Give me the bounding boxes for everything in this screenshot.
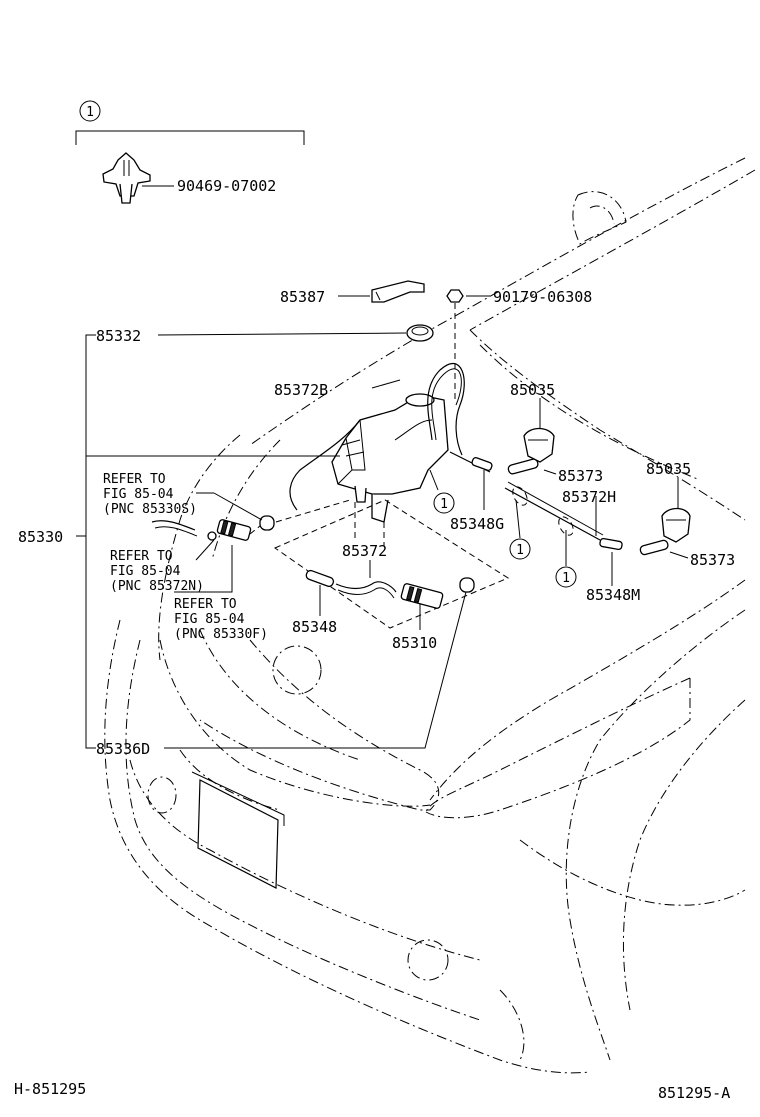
svg-text:FIG 85-04: FIG 85-04 bbox=[174, 612, 245, 627]
hose-85372N bbox=[151, 520, 196, 531]
label-85372: 85372 bbox=[342, 542, 387, 560]
detail-marker: 1 bbox=[86, 105, 94, 120]
label-85387: 85387 bbox=[280, 288, 325, 306]
grommet-85336D bbox=[459, 577, 475, 593]
vehicle-outline bbox=[104, 157, 756, 1074]
footer-right-code: 851295-A bbox=[658, 1084, 730, 1102]
ref-note-85330F: REFER TO FIG 85-04 (PNC 85330F) bbox=[174, 597, 268, 642]
label-85373-lower: 85373 bbox=[690, 551, 735, 569]
clip-part bbox=[102, 152, 151, 204]
ref-note-85330S: REFER TO FIG 85-04 (PNC 85330S) bbox=[103, 472, 197, 517]
detail-bracket bbox=[75, 130, 305, 145]
leader-lines bbox=[76, 295, 689, 749]
label-85348: 85348 bbox=[292, 618, 337, 636]
joint-85348 bbox=[305, 569, 335, 588]
detail-inset: 1 90469-07002 bbox=[75, 100, 305, 204]
label-85373-upper: 85373 bbox=[558, 467, 603, 485]
detail-marker-circle bbox=[79, 100, 101, 122]
pump-upper bbox=[207, 519, 252, 541]
footer-left-code: H-851295 bbox=[14, 1080, 86, 1098]
ref-note-85372N: REFER TO FIG 85-04 (PNC 85372N) bbox=[110, 549, 204, 594]
hose-85372H bbox=[504, 487, 601, 541]
svg-text:(PNC 85330F): (PNC 85330F) bbox=[174, 627, 268, 642]
svg-text:1: 1 bbox=[440, 497, 448, 512]
clip-90179-06308 bbox=[446, 289, 464, 303]
label-85372B: 85372B bbox=[274, 381, 328, 399]
label-85348M: 85348M bbox=[586, 586, 640, 604]
svg-text:FIG 85-04: FIG 85-04 bbox=[103, 487, 174, 502]
label-85310: 85310 bbox=[392, 634, 437, 652]
marker-1-c: 1 bbox=[555, 566, 577, 588]
label-90469-07002: 90469-07002 bbox=[177, 177, 276, 195]
marker-1-a: 1 bbox=[433, 492, 455, 514]
label-90179-06308: 90179-06308 bbox=[493, 288, 592, 306]
svg-text:REFER TO: REFER TO bbox=[174, 597, 237, 612]
svg-text:REFER TO: REFER TO bbox=[103, 472, 166, 487]
label-85336D: 85336D bbox=[96, 740, 150, 758]
label-85332: 85332 bbox=[96, 327, 141, 345]
license-plate bbox=[197, 779, 279, 889]
svg-text:(PNC 85372N): (PNC 85372N) bbox=[110, 579, 204, 594]
sub-assembly-boundary bbox=[273, 499, 510, 629]
svg-text:1: 1 bbox=[516, 543, 524, 558]
joint-85348G bbox=[471, 457, 493, 471]
svg-text:FIG 85-04: FIG 85-04 bbox=[110, 564, 181, 579]
svg-text:REFER TO: REFER TO bbox=[110, 549, 173, 564]
svg-text:(PNC 85330S): (PNC 85330S) bbox=[103, 502, 197, 517]
hose-85372B bbox=[427, 362, 465, 456]
joint-85348M bbox=[599, 537, 623, 551]
label-85372H: 85372H bbox=[562, 488, 616, 506]
tank-filler-neck bbox=[405, 393, 435, 407]
pump-85310 bbox=[400, 583, 444, 609]
label-85035-right: 85035 bbox=[646, 460, 691, 478]
bracket-85387 bbox=[371, 280, 425, 303]
label-85348G: 85348G bbox=[450, 515, 504, 533]
label-85035-left: 85035 bbox=[510, 381, 555, 399]
grommet-85330S bbox=[259, 515, 275, 531]
nozzle-85035-left bbox=[523, 427, 555, 463]
nozzle-85035-right bbox=[661, 507, 691, 543]
svg-text:1: 1 bbox=[562, 571, 570, 586]
marker-1-b: 1 bbox=[509, 538, 531, 560]
label-85330: 85330 bbox=[18, 528, 63, 546]
hose-85372 bbox=[335, 581, 397, 593]
